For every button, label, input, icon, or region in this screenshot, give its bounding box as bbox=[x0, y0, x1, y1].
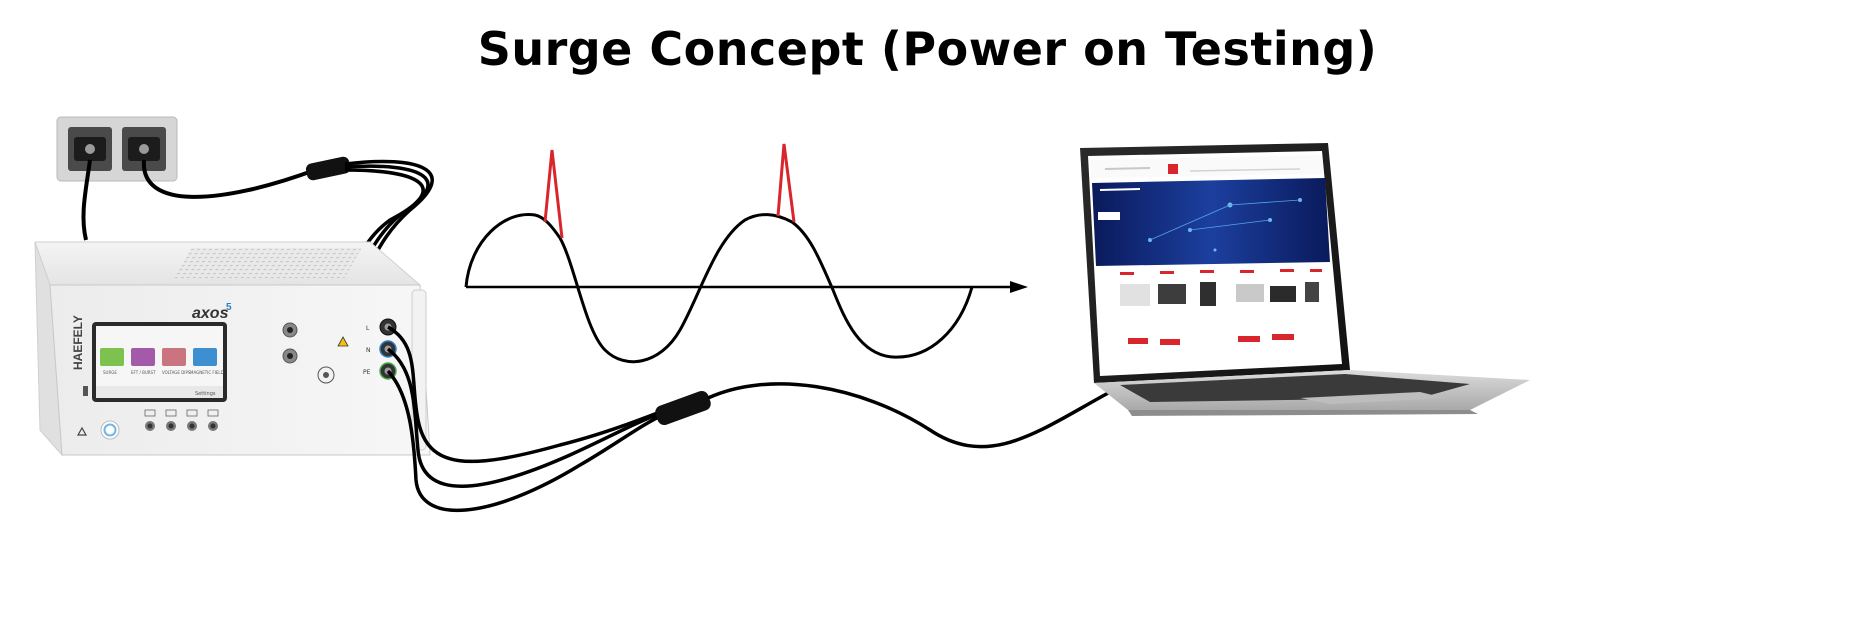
hv-connectors bbox=[282, 322, 349, 384]
tile-magnetic-field[interactable] bbox=[193, 348, 217, 366]
usb-port-icon bbox=[83, 386, 88, 396]
diagram-title: Surge Concept (Power on Testing) bbox=[477, 22, 1378, 76]
screen-settings[interactable]: Settings bbox=[195, 391, 216, 397]
terminal-n-label: N bbox=[366, 347, 371, 354]
output-cable-n bbox=[386, 347, 666, 488]
model-suffix: 5 bbox=[226, 302, 232, 313]
screen-tiles: SURGE EFT / BURST VOLTAGE DIPS MAGNETIC … bbox=[96, 348, 224, 398]
terminal-pe-label: PE bbox=[363, 369, 371, 376]
model-label: axos bbox=[192, 305, 229, 322]
brand-label: HAEFELY bbox=[71, 315, 85, 370]
waveform-diagram bbox=[464, 143, 1028, 364]
product-cards bbox=[1120, 269, 1322, 345]
tile-eft-label: EFT / BURST bbox=[131, 370, 156, 375]
axis-arrow-icon bbox=[1010, 281, 1028, 293]
surge-spike-2 bbox=[776, 143, 796, 223]
surge-spike-1 bbox=[543, 149, 564, 239]
mains-cable bbox=[141, 159, 316, 199]
laptop-cable bbox=[707, 382, 1111, 449]
top-vent bbox=[174, 248, 362, 278]
laptop bbox=[1080, 143, 1530, 416]
site-logo-icon bbox=[1168, 164, 1178, 174]
surge-generator: HAEFELY axos 5 SURGE EFT / BURST VOLTAGE… bbox=[34, 241, 431, 457]
wall-socket bbox=[56, 116, 178, 182]
tile-eft-burst[interactable] bbox=[131, 348, 155, 366]
sine-wave bbox=[464, 212, 974, 364]
banner-button[interactable] bbox=[1098, 212, 1120, 220]
site-banner bbox=[1092, 178, 1330, 266]
output-cable-pe bbox=[386, 369, 666, 513]
output-cable-l bbox=[387, 325, 666, 464]
hv-warning-icon bbox=[337, 336, 349, 347]
cable-splitter-top bbox=[305, 156, 351, 181]
power-cord bbox=[81, 159, 92, 241]
warning-icon bbox=[76, 426, 88, 436]
tile-voltage-dips[interactable] bbox=[162, 348, 186, 366]
laptop-touchpad[interactable] bbox=[1300, 392, 1445, 404]
front-jacks bbox=[144, 409, 219, 431]
cable-splitter-bottom bbox=[655, 390, 711, 426]
tile-surge-label: SURGE bbox=[103, 370, 117, 375]
tile-surge[interactable] bbox=[100, 348, 124, 366]
tile-dips-label: VOLTAGE DIPS bbox=[162, 370, 191, 375]
terminal-l-label: L bbox=[366, 325, 370, 332]
tile-magnetic-label: MAGNETIC FIELD bbox=[190, 370, 224, 375]
